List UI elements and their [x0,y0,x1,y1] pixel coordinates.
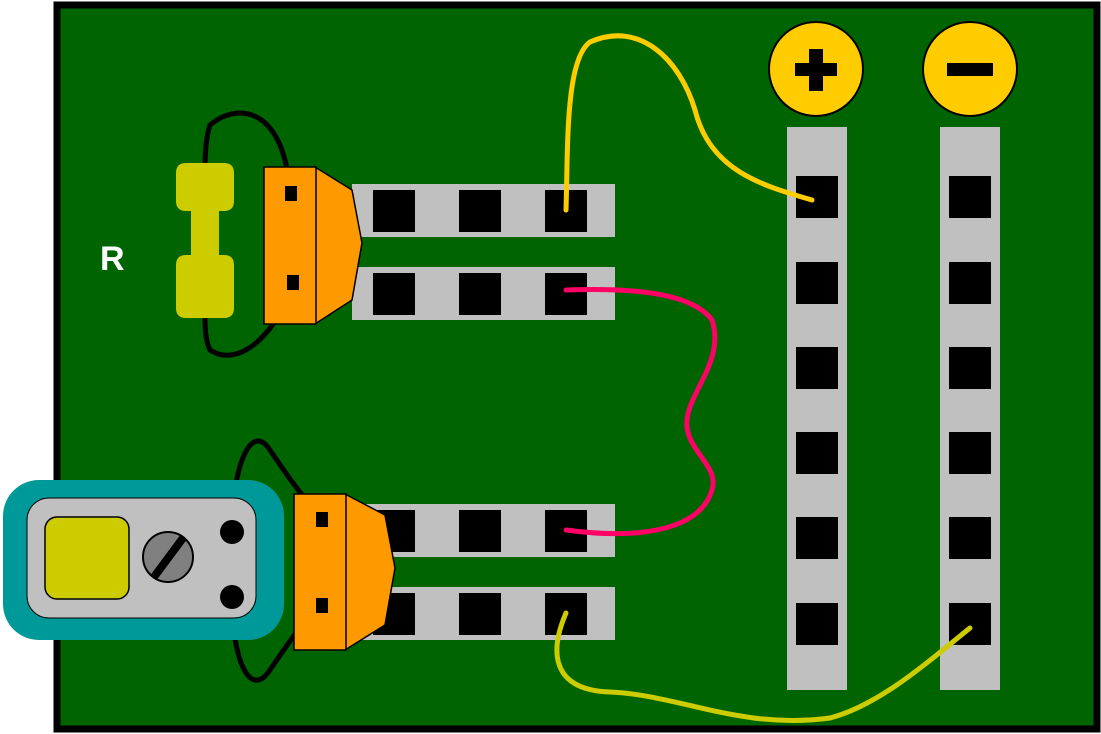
strip-row-1-hole-2[interactable] [459,190,501,232]
strip-row-1-hole-1[interactable] [373,190,415,232]
negative-rail-hole-5[interactable] [949,517,991,559]
wire-pink[interactable] [563,286,718,537]
meter-dial-pointer [150,535,187,580]
positive-rail-hole-4[interactable] [796,432,838,474]
meter-clip-pin-bottom [316,598,328,613]
plus-sign-vertical [809,49,823,91]
strip-row-1 [352,184,615,237]
strip-row-2-hole-3[interactable] [545,273,587,315]
wire-yellow[interactable] [563,33,815,213]
plus-terminal[interactable] [768,21,864,117]
positive-rail [787,127,847,690]
resistor-clip-pin-bottom [287,275,299,290]
resistor-body [176,163,234,318]
resistor-clip-pin-top [285,186,297,201]
resistor-lead-top [202,110,293,195]
strip-row-4 [352,587,615,640]
strip-row-2-hole-1[interactable] [373,273,415,315]
resistor-label: R [100,240,125,278]
positive-rail-hole-3[interactable] [796,347,838,389]
negative-rail-hole-3[interactable] [949,347,991,389]
meter-display [44,516,130,600]
strip-row-4-hole-2[interactable] [459,593,501,635]
negative-rail-strip [940,127,1000,690]
positive-rail-hole-2[interactable] [796,262,838,304]
resistor[interactable] [176,110,295,358]
strip-row-2 [352,267,615,320]
resistor-clip[interactable] [263,165,363,326]
strip-row-3-hole-2[interactable] [459,510,501,552]
wire-olive[interactable] [554,610,973,723]
positive-rail-hole-6[interactable] [796,603,838,645]
positive-rail-strip [787,127,847,690]
meter[interactable] [3,438,324,683]
minus-sign-bar [947,63,993,76]
negative-rail [940,127,1000,690]
meter-socket-bottom [220,585,244,609]
positive-rail-hole-5[interactable] [796,517,838,559]
negative-rail-hole-1[interactable] [949,176,991,218]
meter-clip-body [293,493,347,651]
meter-socket-top [220,520,244,544]
meter-clip[interactable] [293,492,396,652]
negative-rail-hole-2[interactable] [949,262,991,304]
minus-terminal[interactable] [922,21,1018,117]
strip-row-2-hole-2[interactable] [459,273,501,315]
negative-rail-hole-4[interactable] [949,432,991,474]
meter-clip-pin-top [316,512,328,527]
